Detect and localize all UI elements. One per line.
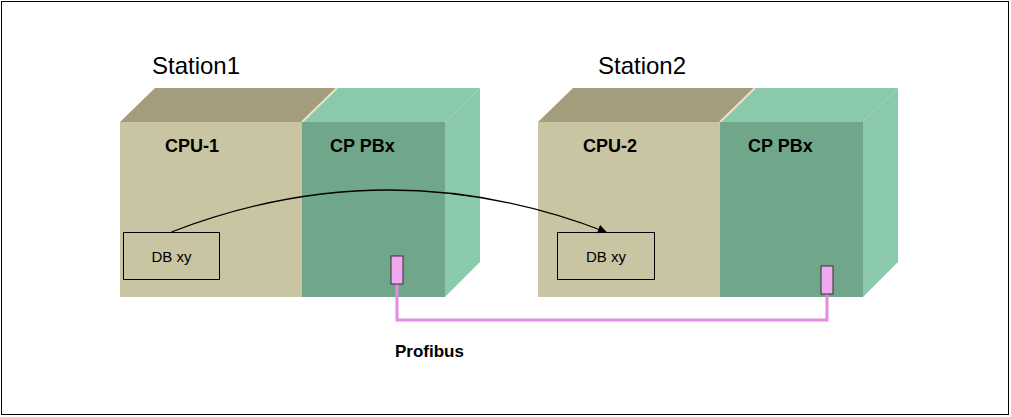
cpu-top-face [120,88,337,122]
data-block-box: DB xy [557,232,655,280]
cpu-box: CPU-2 DB xy [538,122,720,297]
cp-side-face [445,88,480,297]
block-name: DB xy [151,248,191,265]
bus-label: Profibus [395,342,464,362]
cp-side-face [863,88,898,297]
station-label: Station1 [152,52,240,80]
data-block-box: DB xy [123,232,220,280]
cpu-front-face [120,122,302,297]
station2-housing [538,88,898,297]
cp-front-face [302,122,445,297]
cp-front-face [720,122,863,297]
cp-box: CP PBx [302,122,445,297]
cpu-top-face [538,88,755,122]
profibus-cable [397,284,827,320]
station-label: Station2 [598,52,686,80]
data-transfer-arrow [172,190,607,232]
cpu-box: CPU-1 DB xy [120,122,302,297]
module-name: CP PBx [330,136,395,157]
cp-box: CP PBx [720,122,863,297]
block-name: DB xy [586,248,626,265]
station1-housing [120,88,480,297]
module-name: CPU-2 [583,136,637,157]
profibus-port [391,256,403,284]
module-name: CPU-1 [165,136,219,157]
edge-highlight [720,88,755,122]
module-name: CP PBx [748,136,813,157]
edge-highlight [302,88,337,122]
cpu-front-face [538,122,720,297]
profibus-port [821,266,833,294]
